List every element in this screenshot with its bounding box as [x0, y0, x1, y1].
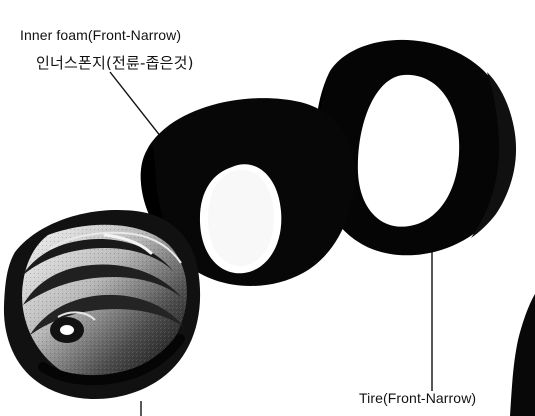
right-partial-part: [510, 294, 535, 416]
tire-icon: [314, 39, 517, 256]
inner-foam-leader-line: [109, 71, 166, 143]
inner-foam-label-en: Inner foam(Front-Narrow): [20, 27, 182, 43]
tire-label-en: Tire(Front-Narrow): [359, 390, 477, 406]
wheel-icon: [3, 209, 201, 400]
foam-icon: [140, 98, 355, 286]
inner-foam-label-ko: 인너스폰지(전륜-좁은것): [36, 54, 194, 72]
